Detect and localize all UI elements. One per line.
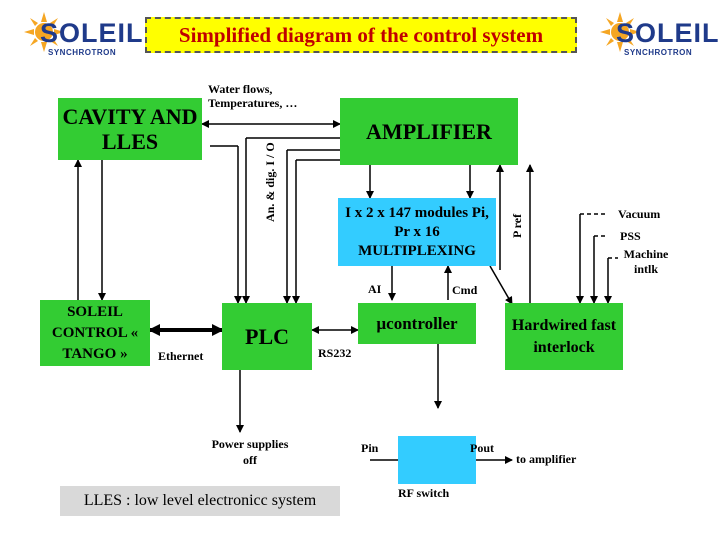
sun-icon (24, 12, 64, 52)
pref-label: P ref (510, 213, 524, 238)
rf-switch-block (398, 436, 476, 484)
plc-label: PLC (245, 323, 289, 349)
sun-icon (600, 12, 640, 52)
modules-label: I x 2 x 147 modules Pi, Pr x 16 MULTIPLE… (345, 204, 489, 259)
cmd-label: Cmd (452, 283, 478, 297)
logo-subtitle: SYNCHROTRON (48, 48, 117, 57)
vacuum-label: Vacuum (618, 207, 661, 221)
legend-text: LLES : low level electronicc system (83, 492, 317, 509)
diagram-title: Simplified diagram of the control system (178, 22, 544, 47)
soleil-logo-left: SOLEIL SYNCHROTRON (18, 10, 143, 60)
rf-switch-label: RF switch (398, 486, 450, 500)
microcontroller-label: µcontroller (376, 313, 458, 333)
an-dig-io-label: An. & dig. I / O (263, 142, 277, 222)
logo-wordmark: SOLEIL (40, 18, 144, 48)
soleil-control-block: SOLEIL CONTROL « TANGO » (40, 300, 150, 366)
ethernet-label: Ethernet (158, 349, 204, 363)
hardwired-label: Hardwired fast interlock (511, 316, 617, 356)
machine-intlk-label: Machine intlk (623, 247, 669, 276)
title-banner: Simplified diagram of the control system (145, 17, 577, 53)
power-supplies-label: Power supplies off (211, 437, 289, 467)
to-amplifier-label: to amplifier (516, 452, 577, 466)
legend-box: LLES : low level electronicc system (60, 486, 340, 516)
hardwired-block: Hardwired fast interlock (505, 303, 623, 370)
soleil-logo-right: SOLEIL SYNCHROTRON (594, 10, 719, 60)
pss-label: PSS (620, 229, 641, 243)
logo-wordmark: SOLEIL (616, 18, 720, 48)
water-flows-label: Water flows, Temperatures, … (208, 82, 298, 110)
soleil-control-label: SOLEIL CONTROL « TANGO » (51, 303, 139, 362)
logo-subtitle: SYNCHROTRON (624, 48, 693, 57)
cavity-block: CAVITY AND LLES (58, 98, 202, 160)
rs232-label: RS232 (318, 346, 352, 360)
ai-label: AI (368, 282, 382, 296)
pout-label: Pout (470, 441, 494, 455)
amplifier-label: AMPLIFIER (366, 118, 492, 144)
amplifier-block: AMPLIFIER (340, 98, 518, 165)
modules-block: I x 2 x 147 modules Pi, Pr x 16 MULTIPLE… (338, 198, 496, 266)
microcontroller-block: µcontroller (358, 303, 476, 344)
pin-label: Pin (361, 441, 379, 455)
cavity-label: CAVITY AND LLES (62, 104, 198, 154)
plc-block: PLC (222, 303, 312, 370)
